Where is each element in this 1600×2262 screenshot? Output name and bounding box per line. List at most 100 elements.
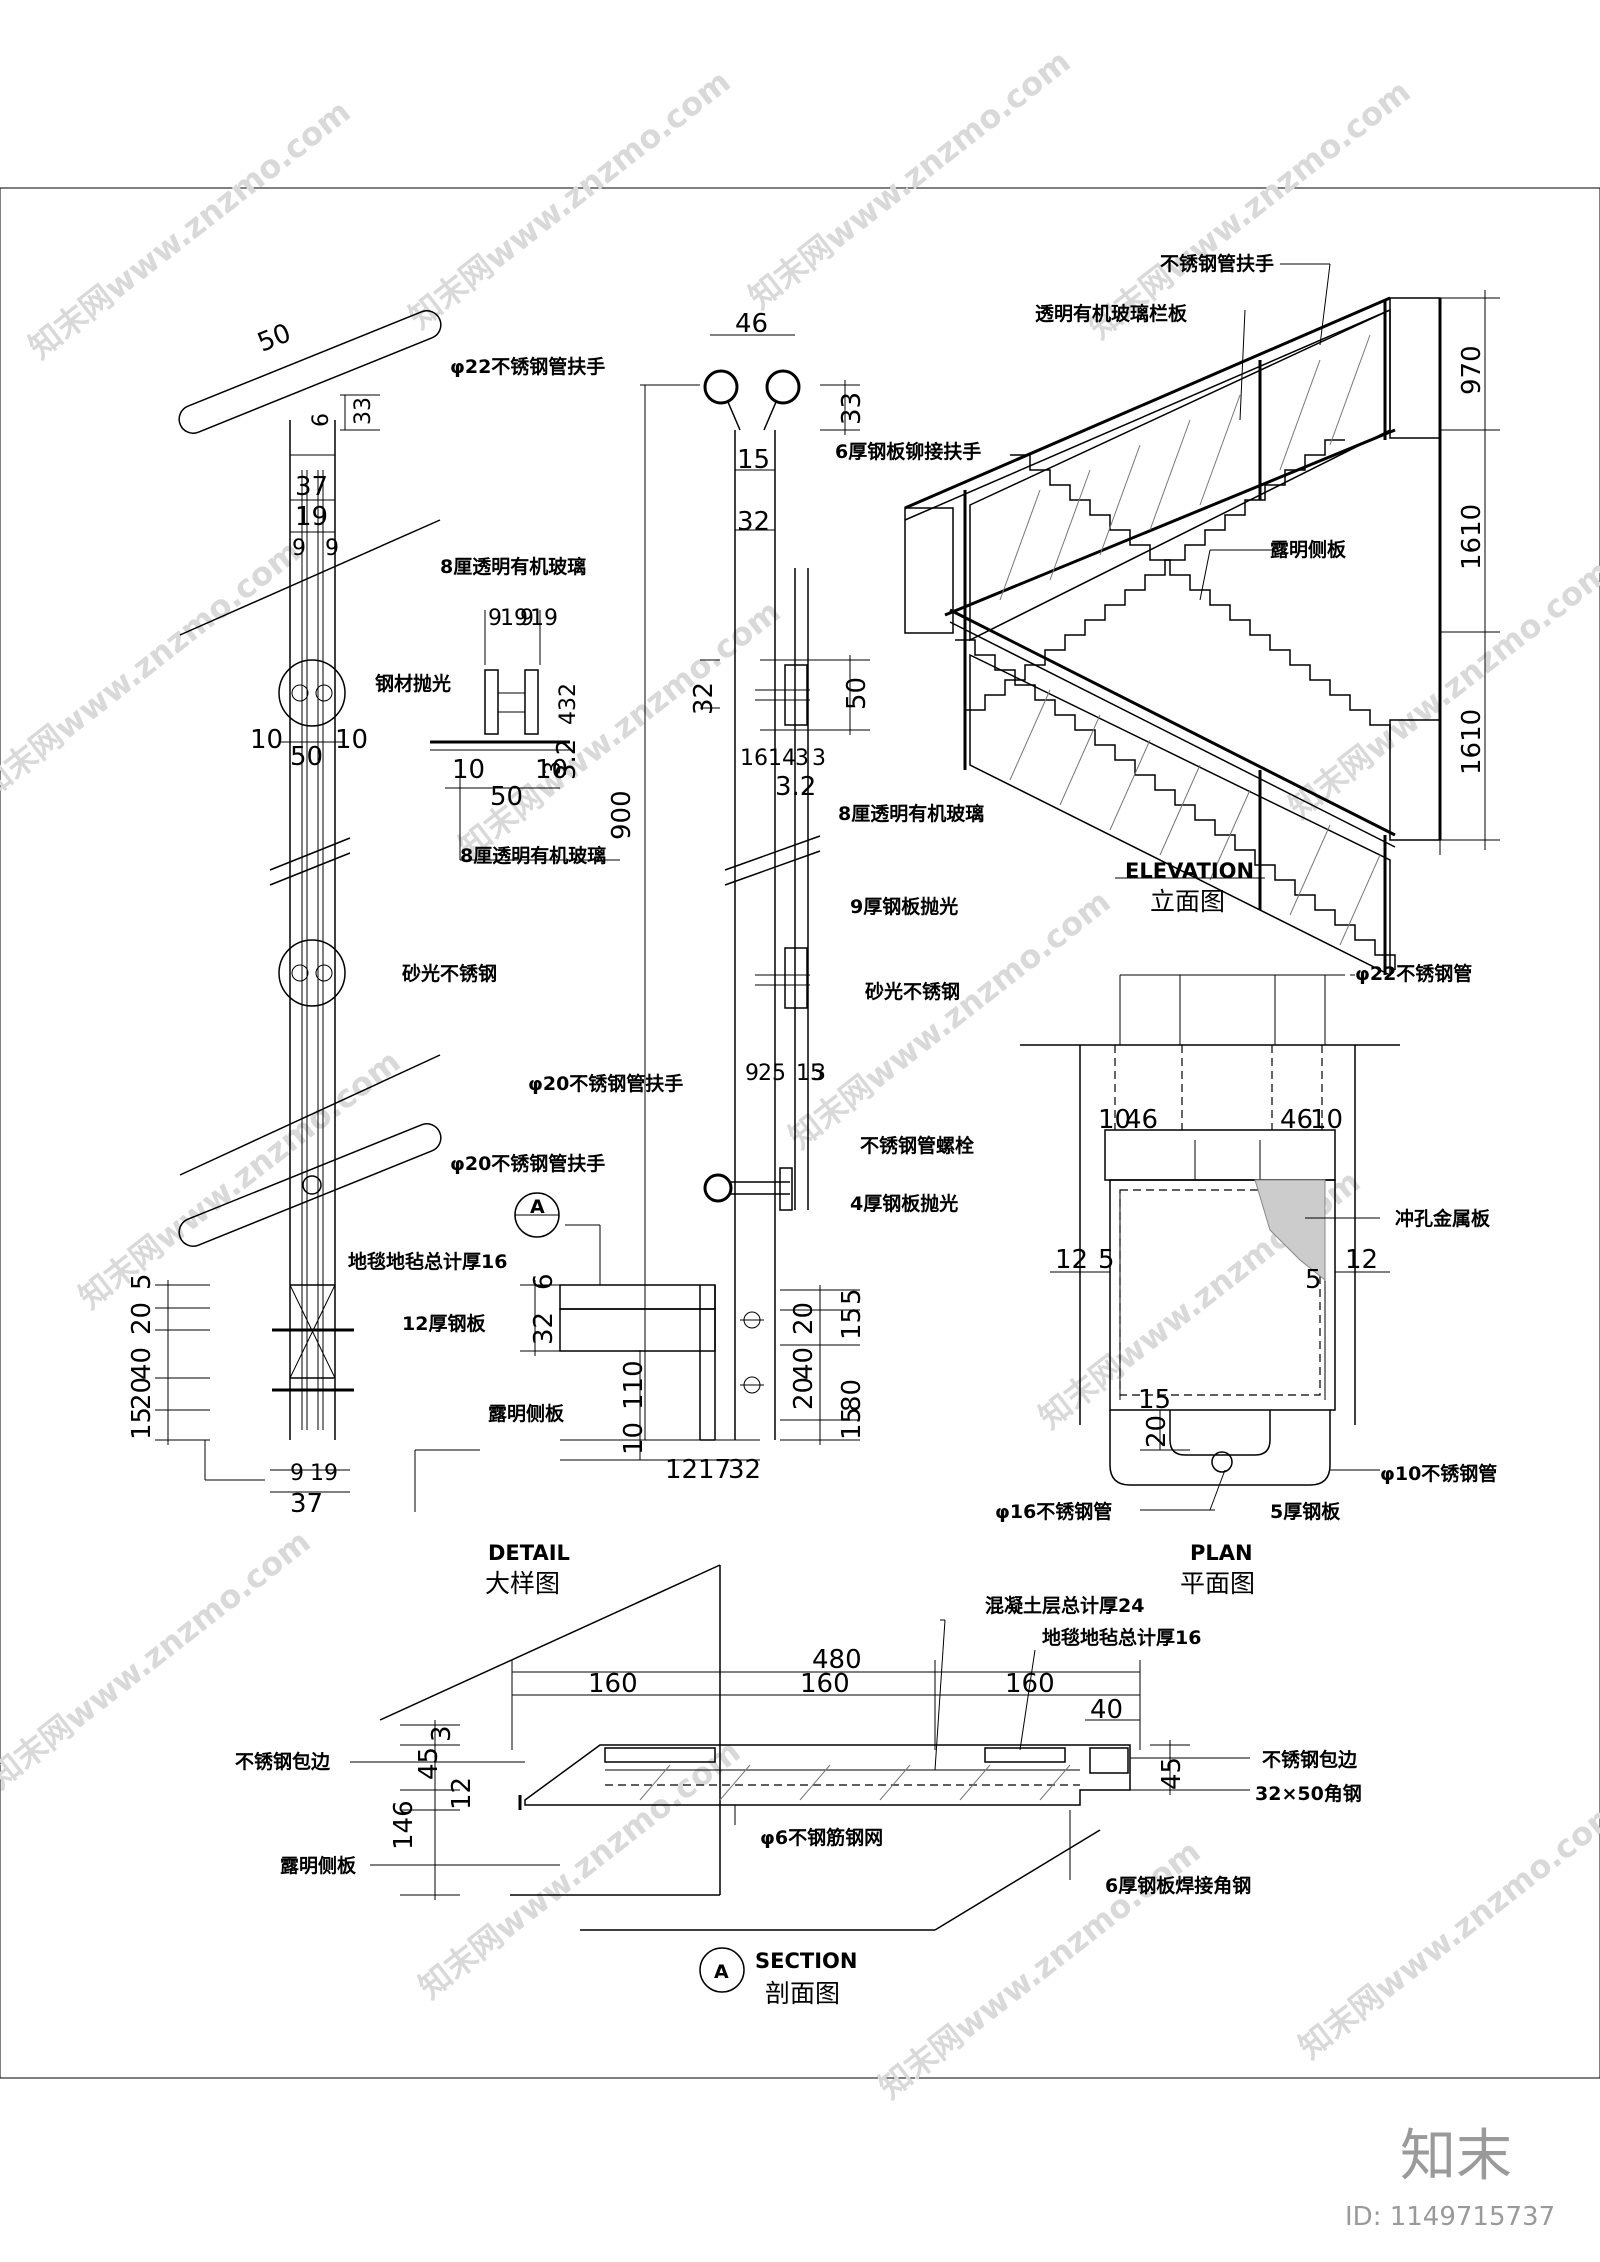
label-angle: 32×50角钢: [1255, 1782, 1362, 1805]
elevation-drawing: [904, 263, 1500, 977]
dim-text: 37: [290, 1489, 323, 1519]
dim-text: 12: [1055, 1245, 1088, 1275]
dim-text: 160: [800, 1669, 850, 1699]
dim-text: 40: [127, 1347, 157, 1380]
dim-text: 46: [1125, 1105, 1158, 1135]
svg-text:知末网www.znzmo.com: 知末网www.znzmo.com: [402, 62, 738, 336]
dim-text: 16: [740, 746, 768, 771]
label-sand-ss2: 砂光不锈钢: [865, 980, 960, 1003]
dim-text: 6: [529, 1273, 559, 1290]
detail-title-cn: 大样图: [485, 1569, 560, 1598]
dim-text: 15: [737, 445, 770, 475]
dim-text: 12: [447, 1777, 477, 1810]
dim-text: 25: [758, 1061, 786, 1086]
svg-text:知末网www.znzmo.com: 知末网www.znzmo.com: [742, 42, 1078, 316]
dim-text: 15: [796, 1061, 824, 1086]
elevation-text: 不锈钢管扶手 透明有机玻璃栏板 露明侧板 970 1610 1610 ELEVA…: [1035, 252, 1487, 916]
dim-text: 33: [837, 392, 867, 425]
label-concrete: 混凝土层总计厚24: [985, 1594, 1144, 1617]
dim-text: 19: [500, 606, 528, 631]
label-side-board: 露明侧板: [488, 1402, 565, 1425]
dim-text: 3.2: [552, 739, 582, 780]
dim-text: 3: [795, 746, 809, 771]
dim-text: 12: [665, 1455, 698, 1485]
dim-text: 15: [1138, 1385, 1171, 1415]
dim-text: 10: [1098, 1105, 1131, 1135]
section-text: 混凝土层总计厚24 地毯地毡总计厚16 不锈钢包边 不锈钢包边 32×50角钢 …: [235, 1594, 1362, 2008]
detail-left-post: [155, 310, 442, 1493]
dim-text: 5: [127, 1273, 157, 1290]
dim-text: 15: [837, 1407, 867, 1440]
dim-text: 9: [290, 1461, 304, 1486]
dim-text: 6: [309, 413, 334, 427]
label-handrail-20: φ20不锈钢管扶手: [450, 1152, 605, 1175]
dim-text: 3: [812, 1061, 826, 1086]
label-plate-6: 6厚钢板铆接扶手: [835, 440, 981, 463]
dim-text: 45: [414, 1747, 444, 1780]
label-glass-panel: 透明有机玻璃栏板: [1035, 302, 1188, 325]
dim-text: 50: [253, 318, 295, 358]
label-plate-5: 5厚钢板: [1270, 1500, 1341, 1523]
svg-text:知末网www.znzmo.com: 知末网www.znzmo.com: [1292, 1792, 1600, 2066]
label-elev-side-board: 露明侧板: [1270, 538, 1347, 561]
section-title-en: SECTION: [755, 1949, 857, 1973]
label-perforated: 冲孔金属板: [1395, 1207, 1491, 1230]
dim-text: 1610: [1457, 504, 1487, 570]
dim-text: 20: [789, 1302, 819, 1335]
label-pipe-22: φ22不锈钢管: [1355, 962, 1472, 985]
dim-text: 80: [837, 1379, 867, 1412]
label-handrail-22: φ22不锈钢管扶手: [450, 355, 605, 378]
dim-text: 19: [530, 606, 558, 631]
dim-text: 17: [698, 1455, 731, 1485]
dim-text: 50: [842, 677, 872, 710]
label-plate-9: 9厚钢板抛光: [850, 895, 958, 918]
label-pipe-16: φ16不锈钢管: [995, 1500, 1112, 1523]
dim-text: 20: [789, 1377, 819, 1410]
brand-logo: 知末: [1400, 2124, 1512, 2189]
label-sec-carpet: 地毯地毡总计厚16: [1042, 1626, 1201, 1649]
detail-tread: [414, 1192, 760, 1512]
elevation-title-cn: 立面图: [1150, 887, 1225, 916]
dim-text: 970: [1457, 345, 1487, 395]
dim-text: 3.2: [775, 772, 816, 802]
dim-text: 1610: [1457, 709, 1487, 775]
dim-text: 20: [127, 1302, 157, 1335]
dim-text: 9: [745, 1061, 759, 1086]
elevation-title-en: ELEVATION: [1125, 859, 1254, 883]
dim-text: 19: [295, 502, 328, 532]
dim-text: 9: [520, 606, 534, 631]
label-steel-polish: 钢材抛光: [375, 672, 451, 695]
dim-text: 110: [619, 1360, 649, 1410]
dim-text: 10: [1310, 1105, 1343, 1135]
dim-text: 15: [837, 1307, 867, 1340]
dim-text: 32: [689, 682, 719, 715]
label-plate-4: 4厚钢板抛光: [850, 1192, 958, 1215]
detail-glass-clip: [430, 610, 620, 861]
label-edge-left: 不锈钢包边: [235, 1750, 331, 1773]
dim-text: 9: [292, 536, 306, 561]
label-carpet: 地毯地毡总计厚16: [348, 1250, 507, 1273]
dim-text: 10: [250, 725, 283, 755]
label-edge-right: 不锈钢包边: [1262, 1748, 1358, 1771]
svg-text:知末网www.znzmo.com: 知末网www.znzmo.com: [782, 882, 1118, 1156]
dim-text: 10: [535, 755, 568, 785]
detail-middle-post: [640, 334, 870, 1445]
dim-text: 37: [295, 472, 328, 502]
plan-text: φ22不锈钢管 冲孔金属板 φ10不锈钢管 φ16不锈钢管 5厚钢板 10 46…: [995, 962, 1497, 1598]
dim-text: 3: [812, 746, 826, 771]
dim-text: 46: [735, 309, 768, 339]
detail-dimensions: 50 6 33 37 19 9 9 10 50 10 9 9 19 19 432…: [127, 309, 872, 1519]
dim-text: 15: [127, 1407, 157, 1440]
dim-text: 50: [290, 742, 323, 772]
dim-text: 160: [588, 1669, 638, 1699]
dim-text: 19: [310, 1461, 338, 1486]
dim-text: 14: [768, 746, 796, 771]
label-handrail: 不锈钢管扶手: [1160, 252, 1274, 275]
branding: 知末 ID: 1149715737: [1345, 2124, 1555, 2232]
dim-text: 900: [607, 790, 637, 840]
svg-text:知末网www.znzmo.com: 知末网www.znzmo.com: [22, 92, 358, 366]
label-sand-ss: 砂光不锈钢: [402, 962, 497, 985]
label-sec-side-board: 露明侧板: [280, 1854, 357, 1877]
dim-text: 5: [1305, 1265, 1322, 1295]
